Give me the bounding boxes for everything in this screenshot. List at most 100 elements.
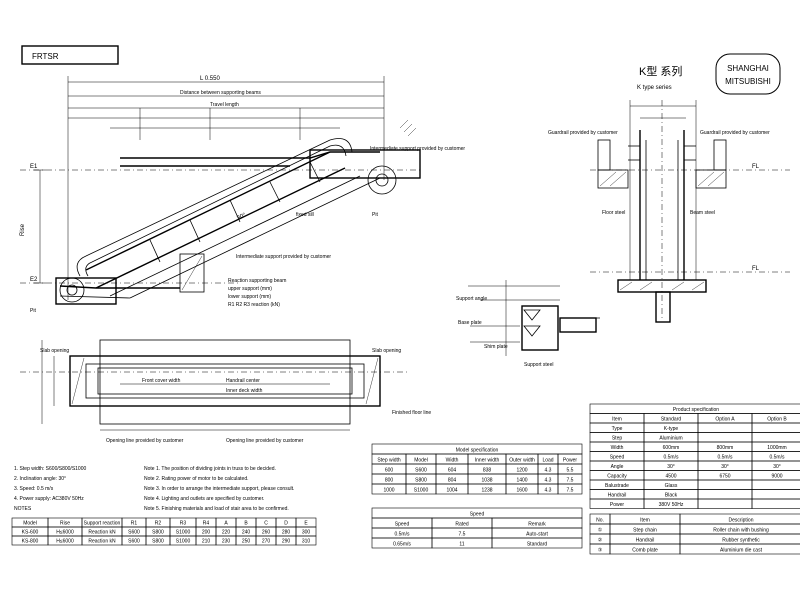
table-right-bottom-cell: Rubber synthetic (722, 538, 760, 544)
table-bottom-left-header-cell: Support reaction (84, 521, 121, 527)
plan-note-bottom-left: Opening line provided by customer (106, 438, 184, 444)
plan-note-left-top: Slab opening (40, 348, 69, 354)
table-bottom-left-header-cell: B (244, 521, 248, 527)
reaction-notes: Reaction supporting beam upper support (… (228, 278, 286, 308)
table-bottom-left-cell: KS-800 (22, 539, 39, 545)
elevation-dimensions: L 0.550 Distance between supporting beam… (67, 76, 385, 300)
remark-2: Note 3. In order to arrange the intermed… (144, 486, 294, 492)
plan-note-bottom-right: Opening line provided by customer (226, 438, 304, 444)
table-center-cell: 4.3 (545, 488, 552, 494)
table-bottom-left-cell: S800 (152, 539, 164, 545)
dim-travel: Travel length (210, 102, 239, 108)
title-box: FRTSR (21, 45, 119, 65)
table-center-cell: S600 (415, 468, 427, 474)
table-bottom-left-cell: KS-600 (22, 530, 39, 536)
table-bottom-left-cell: 220 (222, 530, 231, 536)
table-right-cell: Balustrade (605, 483, 629, 489)
table-center-bottom-cell: 0.5m/s (394, 532, 410, 538)
table-right-bottom-cell: ① (598, 528, 603, 534)
table-right-cell: Capacity (607, 474, 627, 480)
table-center-cell: 838 (483, 468, 492, 474)
table-right-cell: Power (610, 502, 625, 508)
general-note-3: 4. Power supply: AC380V 50Hz (14, 496, 84, 502)
table-bottom-left-cell: 290 (282, 539, 291, 545)
remarks: Note 1. The position of dividing joints … (144, 466, 294, 512)
reaction-note-3: R1 R2 R3 reaction (kN) (228, 302, 280, 308)
table-bottom-left-cell: 300 (302, 530, 311, 536)
reaction-note-2: lower support (mm) (228, 294, 271, 300)
rise-dimension: Rise (20, 169, 46, 284)
table-center-header-cell: Inner width (475, 458, 500, 464)
pit-label-upper: Pit (372, 212, 378, 218)
table-right-cell: 800mm (717, 445, 734, 451)
table-bottom-left-cell: 310 (302, 539, 311, 545)
table-center-bottom-cell: Auto-start (526, 532, 548, 538)
dim-total: L 0.550 (200, 76, 220, 82)
table-center-cell: 800 (385, 478, 394, 484)
remark-1: Note 2. Rating power of motor to be calc… (144, 476, 249, 482)
table-center-cell: 604 (448, 468, 457, 474)
reaction-note-0: Reaction supporting beam (228, 278, 286, 284)
detail-view: Support angle Base plate Shim plate Supp… (456, 280, 600, 368)
table-bottom-left-cell: Reaction kN (88, 539, 116, 545)
angle-label: 30° (236, 212, 247, 222)
table-center-bottom-cell: 0.65m/s (393, 542, 411, 548)
table-bottom-left-header-cell: R3 (180, 521, 187, 527)
upper-pit: Pit Intermediate support provided by cus… (309, 119, 465, 218)
table-center-cell: 7.5 (567, 478, 574, 484)
detail-label-3: Shim plate (484, 344, 508, 350)
table-right-bottom-cell: ③ (598, 548, 603, 554)
table-bottom-left-cell: H≤6000 (56, 530, 74, 536)
general-note-2: 3. Speed: 0.5 m/s (14, 486, 54, 492)
table-bottom-left-header-cell: R4 (203, 521, 210, 527)
side-note-right: Guardrail provided by customer (700, 130, 770, 136)
lower-pit: Pit (30, 277, 117, 314)
dim-support-span: Distance between supporting beams (180, 90, 261, 96)
table-right-cell: 4500 (665, 474, 676, 480)
table-right-cell: 0.5m/s (663, 455, 679, 461)
brand-line2: MITSUBISHI (725, 77, 771, 86)
table-bottom-left-cell: Reaction kN (88, 530, 116, 536)
general-note-1: 2. Inclination angle: 30° (14, 476, 66, 482)
table-center-cell: 1238 (481, 488, 492, 494)
table-center-header-cell: Load (542, 458, 553, 464)
plan-note-inner: Inner deck width (226, 388, 263, 394)
table-right-cell: 380V 50Hz (659, 502, 684, 508)
table-right-bottom-header-cell: Description (728, 518, 753, 524)
table-right-header-cell: Item (612, 417, 622, 423)
rise-label: Rise (20, 223, 26, 236)
escalator-truss: 30° (59, 138, 381, 299)
table-center-bottom-header-cell: Rated (455, 522, 469, 528)
table-right-cell: 600mm (663, 445, 680, 451)
table-center-header-cell: Width (446, 458, 459, 464)
table-right-cell: Aluminium (659, 436, 682, 442)
table-bottom-left-cell: 250 (242, 539, 251, 545)
table-center-cell: S1000 (414, 488, 429, 494)
table-center-cell: S800 (415, 478, 427, 484)
table-bottom-left-header-cell: Model (23, 521, 37, 527)
table-right-bottom-cell: Handrail (636, 538, 655, 544)
upper-support-note: Intermediate support provided by custome… (370, 146, 465, 152)
pit-label-lower: Pit (30, 308, 36, 314)
table-center-header-cell: Power (563, 458, 578, 464)
table-right-bottom-cell: Step chain (633, 528, 657, 534)
table-center-bottom-header-cell: Speed (395, 522, 410, 528)
table-center-cell: 4.3 (545, 468, 552, 474)
detail-label-2: Base plate (458, 320, 482, 326)
table-right-cell: 1000mm (767, 445, 786, 451)
detail-label-4: Support steel (524, 362, 553, 368)
table-center-bottom-cell: 11 (459, 542, 464, 548)
table-bottom-left-cell: 230 (222, 539, 231, 545)
table-bottom-left-cell: 200 (202, 530, 211, 536)
table-right-title: Product specification (673, 407, 719, 413)
table-bottom-left-cell: 270 (262, 539, 271, 545)
table-right-cell: 0.5m/s (717, 455, 733, 461)
middle-support: Intermediate support provided by custome… (179, 212, 331, 293)
table-bottom-left-cell: S1000 (176, 539, 191, 545)
table-right-cell: 6750 (719, 474, 730, 480)
table-center-cell: 5.5 (567, 468, 574, 474)
